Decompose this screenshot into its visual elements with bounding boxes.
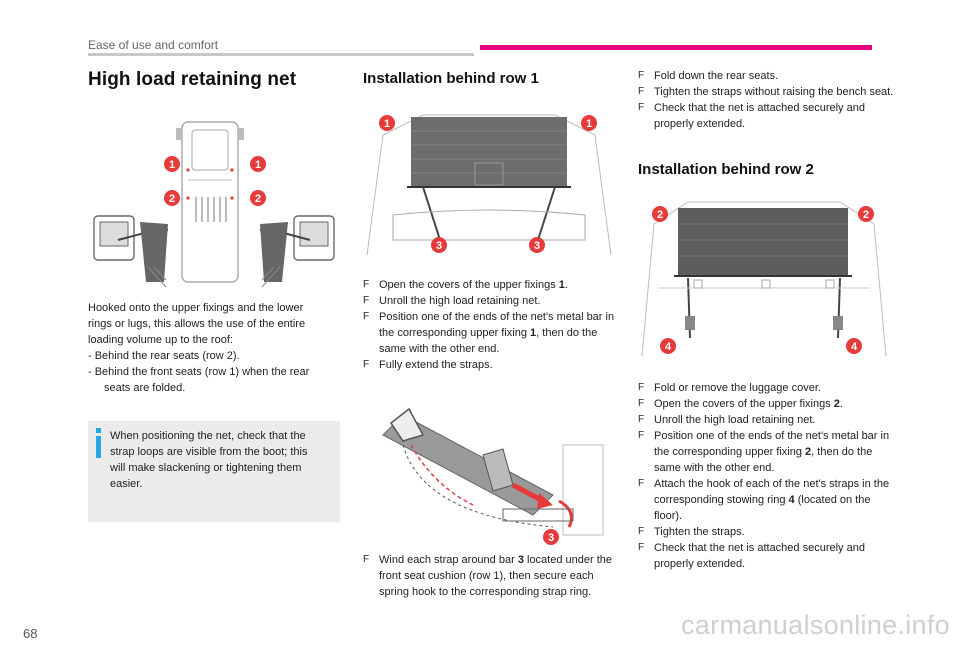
header-rule	[88, 53, 474, 56]
bullet-icon: F	[363, 279, 370, 290]
badge-3-left: 3	[431, 237, 447, 253]
badge-1-left: 1	[164, 156, 180, 172]
badge-4-right: 4	[846, 338, 862, 354]
bullet-icon: F	[363, 359, 370, 370]
dash-item-continuation: seats are folded.	[104, 382, 186, 394]
section-header: Ease of use and comfort	[88, 38, 219, 52]
badge-2-right: 2	[250, 190, 266, 206]
bullet-icon: F	[363, 295, 370, 306]
bullet-icon: F	[363, 311, 370, 322]
bullet-icon: F	[638, 86, 645, 97]
badge-1-right: 1	[581, 115, 597, 131]
bullet-icon: F	[638, 430, 645, 441]
svg-text:3: 3	[436, 240, 442, 252]
svg-text:2: 2	[255, 193, 261, 205]
info-box: When positioning the net, check that the…	[88, 421, 340, 522]
bullet-icon: F	[638, 478, 645, 489]
svg-text:1: 1	[384, 118, 390, 130]
svg-text:4: 4	[665, 341, 672, 353]
bullet-icon: F	[638, 70, 645, 81]
badge-2-left: 2	[652, 206, 668, 222]
section-title-row-1: Installation behind row 1	[363, 70, 539, 87]
bullet-icon: F	[638, 102, 645, 113]
svg-text:3: 3	[548, 532, 554, 544]
svg-text:1: 1	[255, 159, 261, 171]
badge-3-right: 3	[529, 237, 545, 253]
page-title: High load retaining net	[88, 69, 297, 90]
bullet-icon: F	[638, 414, 645, 425]
page-number: 68	[23, 626, 38, 641]
svg-text:1: 1	[169, 159, 175, 171]
section-title-row-2: Installation behind row 2	[638, 161, 814, 178]
svg-text:4: 4	[851, 341, 858, 353]
strap-wind-illustration: 3	[363, 405, 615, 547]
bullet-icon: F	[638, 382, 645, 393]
badge-2-right: 2	[858, 206, 874, 222]
badge-1-left: 1	[379, 115, 395, 131]
bullet-icon: F	[638, 526, 645, 537]
badge-3: 3	[543, 529, 559, 545]
overview-illustration: 1 1 2 2	[93, 121, 335, 288]
svg-text:2: 2	[657, 209, 663, 221]
header-accent-rule	[480, 45, 872, 50]
bullet-icon: F	[363, 554, 370, 565]
badge-4-left: 4	[660, 338, 676, 354]
badge-1-right: 1	[250, 156, 266, 172]
bullet-icon: F	[638, 542, 645, 553]
bullet-icon: F	[638, 398, 645, 409]
row1-net-illustration: 1 1 3 3	[363, 107, 615, 263]
dash-item: - Behind the rear seats (row 2).	[88, 350, 240, 362]
svg-text:2: 2	[863, 209, 869, 221]
dash-item: - Behind the front seats (row 1) when th…	[88, 366, 310, 378]
svg-text:2: 2	[169, 193, 175, 205]
info-icon	[96, 428, 101, 458]
svg-text:3: 3	[534, 240, 540, 252]
watermark: carmanualsonline.info	[681, 610, 950, 640]
row2-net-illustration: 2 2 4 4	[638, 196, 890, 364]
badge-2-left: 2	[164, 190, 180, 206]
svg-text:1: 1	[586, 118, 592, 130]
intro-paragraph: Hooked onto the upper fixings and the lo…	[88, 300, 344, 396]
